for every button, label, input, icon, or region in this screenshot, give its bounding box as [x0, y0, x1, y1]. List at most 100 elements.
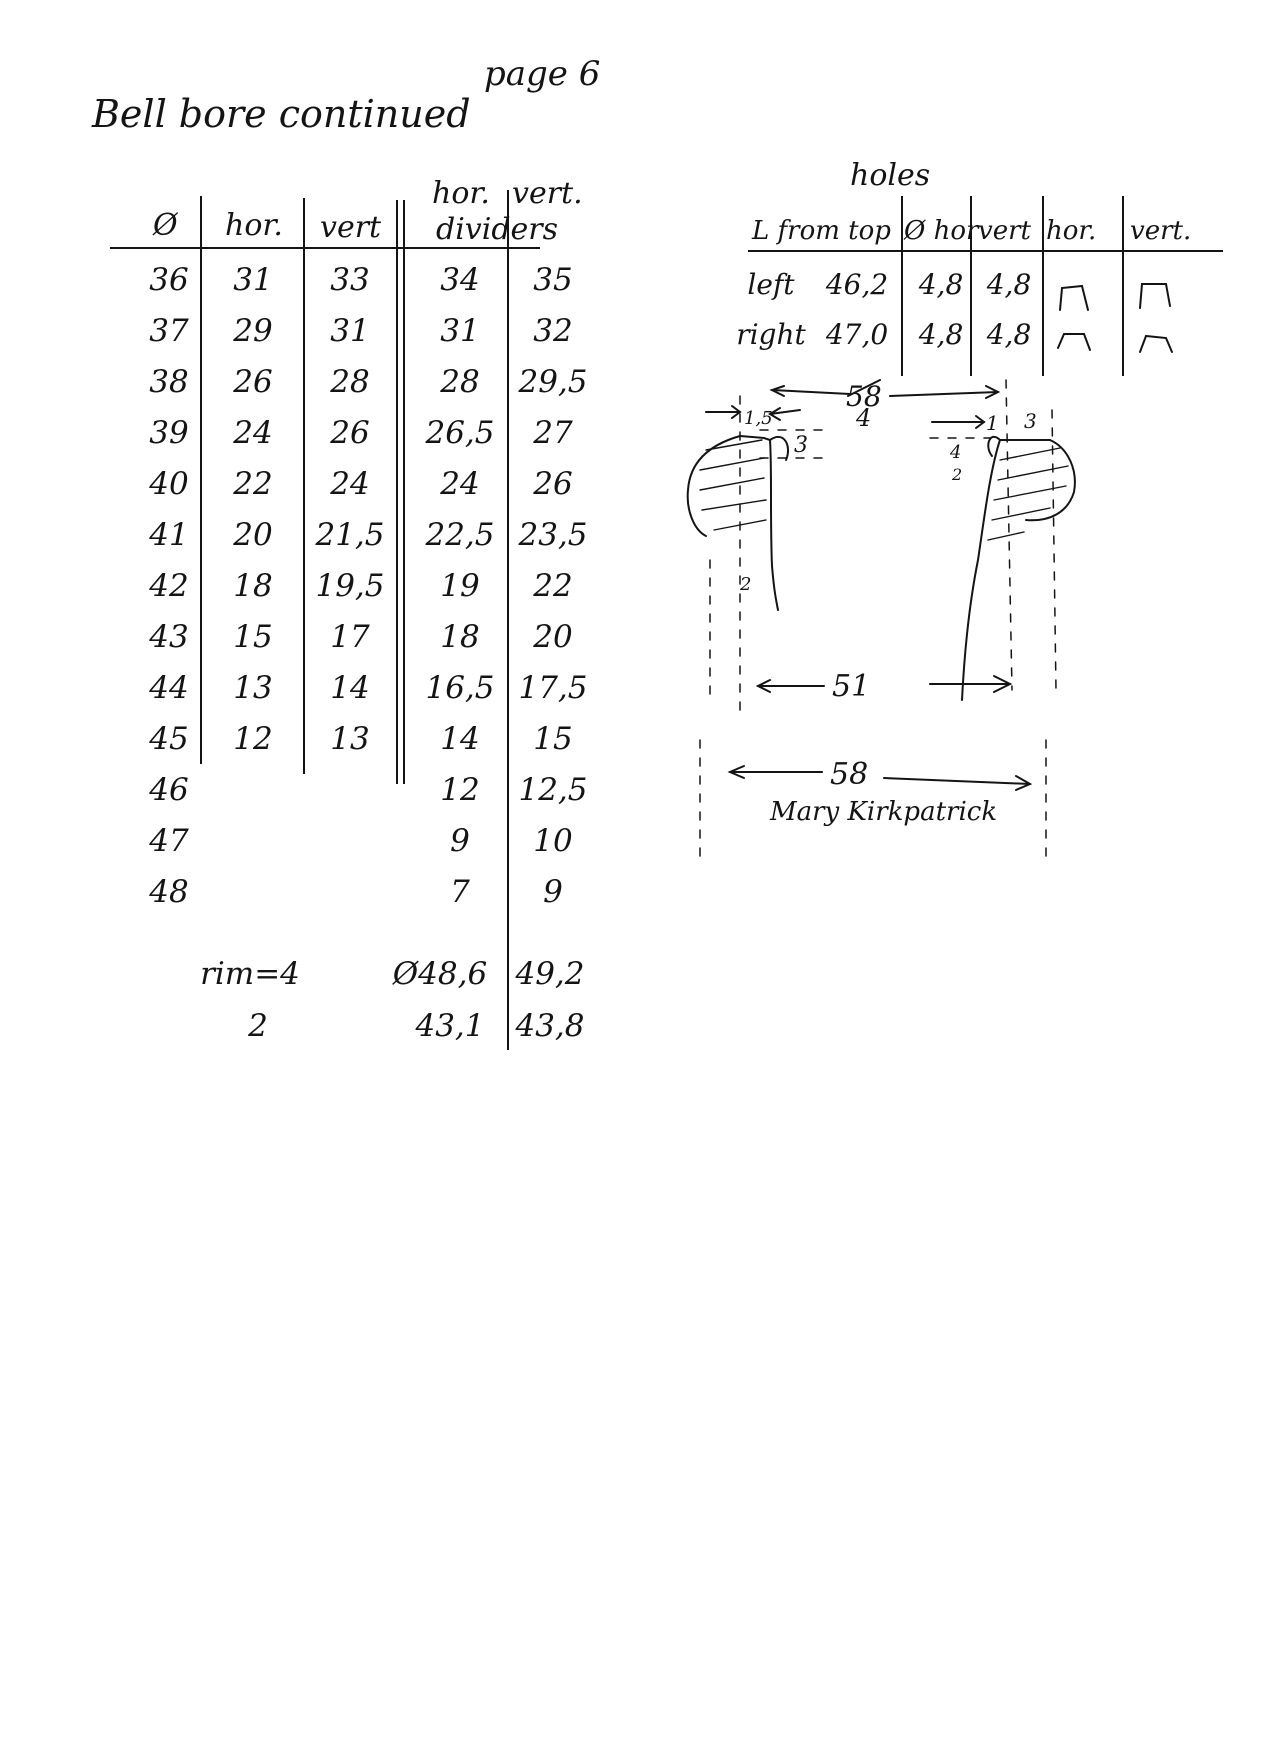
bore-cell-d: 47 [149, 823, 189, 859]
header-diameter: Ø [153, 208, 178, 243]
rim-label: rim=4 [200, 956, 300, 992]
bore-cell-dvert: 27 [533, 415, 573, 451]
column-rule-3b [403, 200, 405, 784]
bore-cell-dhor: 24 [440, 466, 480, 502]
header-dividers-vert: vert. [512, 176, 583, 211]
column-rule-1 [200, 196, 202, 764]
bore-cell-dhor: 18 [440, 619, 480, 655]
bore-cell-vert: 13 [330, 721, 370, 757]
dimension-right-depth: 4 [949, 442, 961, 463]
dimension-left-small [705, 405, 801, 421]
bore-cell-d: 45 [149, 721, 189, 757]
rim2-vert-value: 43,8 [515, 1008, 585, 1044]
dimension-top-correct: 4 [855, 404, 871, 432]
right-rim-outline [961, 435, 1076, 701]
holes-cell-position: 47,0 [825, 318, 889, 351]
dimension-right-a: 1 [986, 411, 999, 435]
rim-vert-value: 49,2 [515, 956, 585, 992]
header-underline [110, 247, 540, 249]
bore-cell-dhor: 31 [440, 313, 480, 349]
rim2-hor-value: 43,1 [415, 1008, 485, 1044]
page-title: Bell bore continued [92, 92, 471, 136]
dimension-outer-value: 58 [830, 757, 868, 792]
dimension-inner-value: 51 [832, 669, 870, 704]
bore-cell-dvert: 17,5 [518, 670, 588, 706]
bore-cell-vert: 14 [330, 670, 370, 706]
left-hatching [699, 439, 767, 531]
dimension-right-b: 3 [1024, 409, 1037, 433]
holes-cell-vert: 4,8 [986, 268, 1032, 301]
dimension-right-small [931, 415, 986, 429]
bore-cell-d: 38 [149, 364, 189, 400]
page-number: page 6 [484, 54, 601, 94]
holes-header-vert: vert [978, 216, 1031, 246]
bore-cell-dvert: 15 [533, 721, 573, 757]
holes-header-hor-profile: hor. [1046, 216, 1097, 246]
bore-cell-d: 36 [149, 262, 189, 298]
bore-cell-hor: 13 [233, 670, 273, 706]
holes-cell-position: 46,2 [825, 268, 889, 301]
bore-cell-d: 37 [149, 313, 189, 349]
bore-cell-d: 44 [149, 670, 189, 706]
bore-cell-vert: 31 [330, 313, 370, 349]
bore-cell-d: 46 [149, 772, 189, 808]
dimension-left-depth: 3 [794, 433, 808, 458]
bore-cell-vert: 17 [330, 619, 370, 655]
holes-rule-2 [970, 196, 972, 376]
bore-cell-dhor: 9 [450, 823, 470, 859]
header-vert: vert [320, 210, 382, 245]
dimension-right-small: 2 [951, 465, 962, 484]
holes-header-vert-profile: vert. [1130, 216, 1192, 246]
bore-cell-d: 39 [149, 415, 189, 451]
rim-hor-value: Ø48,6 [392, 956, 488, 992]
right-hatching [987, 447, 1069, 541]
holes-cell-side: right [736, 318, 806, 351]
header-dividers-hor: hor. [432, 176, 490, 211]
bore-cell-dhor: 26,5 [425, 415, 495, 451]
bore-cell-dvert: 12,5 [518, 772, 588, 808]
bore-cell-hor: 26 [233, 364, 273, 400]
left-rim-outline [686, 435, 789, 611]
bore-cell-dvert: 35 [533, 262, 573, 298]
profile-shape-left-hor [1059, 284, 1089, 311]
header-dividers: dividers [436, 212, 559, 247]
bore-cell-dhor: 14 [440, 721, 480, 757]
holes-header-position: L from top [752, 216, 891, 246]
holes-title: holes [850, 158, 931, 193]
bore-cell-dhor: 28 [440, 364, 480, 400]
column-rule-2 [303, 198, 305, 774]
profile-shape-right-hor [1057, 333, 1091, 351]
bore-cell-hor: 24 [233, 415, 273, 451]
bore-cell-vert: 26 [330, 415, 370, 451]
bore-cell-d: 42 [149, 568, 189, 604]
bore-cell-dhor: 12 [440, 772, 480, 808]
bore-cell-vert: 33 [330, 262, 370, 298]
bore-cell-hor: 18 [233, 568, 273, 604]
holes-rule-3 [1042, 196, 1044, 376]
dimension-inner [755, 675, 1013, 693]
dimension-top-struck: 58 [846, 380, 882, 413]
dimension-top [769, 379, 1001, 399]
bore-cell-dvert: 32 [533, 313, 573, 349]
bore-cell-hor: 20 [233, 517, 273, 553]
bore-cell-dvert: 9 [543, 874, 563, 910]
tick-mark-label: 2 [739, 574, 751, 595]
bore-cell-dvert: 22 [533, 568, 573, 604]
bore-cell-dhor: 34 [440, 262, 480, 298]
bore-cell-d: 41 [149, 517, 189, 553]
bore-cell-dvert: 10 [533, 823, 573, 859]
holes-header-diameter: Ø hor [904, 216, 979, 246]
holes-rule-1 [901, 196, 903, 376]
column-rule-3a [396, 200, 398, 784]
bore-cell-vert: 19,5 [315, 568, 385, 604]
bore-cell-vert: 28 [330, 364, 370, 400]
bore-cell-hor: 15 [233, 619, 273, 655]
bore-cell-dvert: 20 [533, 619, 573, 655]
reference-lines [699, 379, 1057, 861]
signature: Mary Kirkpatrick [769, 797, 997, 827]
bore-cell-dvert: 29,5 [518, 364, 588, 400]
bore-cell-dhor: 19 [440, 568, 480, 604]
holes-cell-vert: 4,8 [986, 318, 1032, 351]
bore-cell-hor: 31 [233, 262, 273, 298]
dimension-outer [727, 765, 1033, 791]
